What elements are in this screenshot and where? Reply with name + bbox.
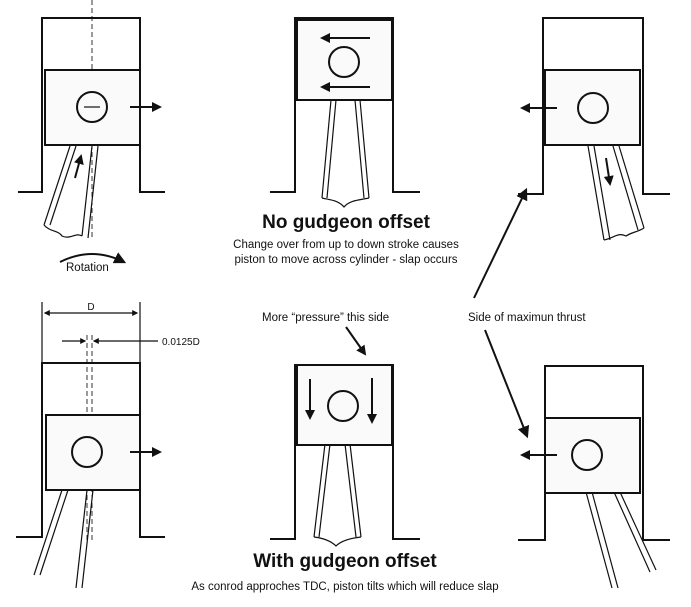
conrod	[321, 99, 370, 199]
gudgeon-pin	[571, 439, 603, 471]
no-offset-caption-line2: piston to move across cylinder - slap oc…	[234, 254, 457, 266]
rotation-label: Rotation	[66, 262, 109, 274]
thrust-pointer-bottom	[484, 329, 530, 439]
gudgeon-pin	[327, 390, 359, 422]
pressure-label: More “pressure” this side	[262, 312, 389, 324]
with-offset-title: With gudgeon offset	[253, 551, 437, 572]
conrod-break	[321, 197, 370, 208]
piston-diagram-upstroke: Rotation	[18, 0, 165, 274]
cylinder	[18, 17, 165, 193]
offset-dimension-label: 0.0125D	[162, 337, 200, 348]
piston-diagram-tdc-with-offset: More “pressure” this side With gudgeon o…	[191, 312, 498, 593]
conrod	[33, 489, 94, 589]
cylinder	[16, 362, 165, 538]
thrust-annotation: Side of maximun thrust	[468, 187, 586, 439]
piston	[296, 364, 393, 446]
conrod-break	[313, 536, 362, 547]
piston-diagram-offset-upstroke: D 0.0125D	[16, 302, 200, 589]
piston-diagram-downstroke	[518, 17, 670, 241]
gudgeon-pin	[328, 46, 360, 78]
conrod	[43, 145, 99, 239]
downstroke-arrow	[603, 157, 614, 186]
thrust-label: Side of maximun thrust	[468, 312, 586, 324]
with-offset-caption: As conrod approches TDC, piston tilts wh…	[191, 581, 498, 593]
cylinder	[270, 17, 420, 193]
gudgeon-pin	[71, 436, 103, 468]
piston	[544, 417, 641, 494]
piston	[45, 414, 141, 491]
no-offset-title: No gudgeon offset	[262, 212, 430, 233]
thrust-pointer-top	[473, 187, 528, 299]
gudgeon-pin	[577, 92, 609, 124]
upstroke-arrow	[74, 154, 84, 179]
conrod	[587, 145, 645, 241]
piston	[544, 69, 641, 146]
cylinder	[518, 365, 670, 541]
no-offset-caption-line1: Change over from up to down stroke cause…	[233, 239, 459, 251]
piston-diagram-tdc-no-offset: No gudgeon offset Change over from up to…	[233, 17, 459, 266]
rotation-arrow	[59, 252, 127, 264]
bore-dimension-label: D	[87, 302, 94, 313]
pressure-pointer-arrow	[345, 326, 367, 356]
conrod	[313, 443, 362, 538]
piston-diagram-offset-downstroke	[518, 365, 670, 589]
gudgeon-pin	[76, 91, 108, 123]
conrod-break	[43, 224, 83, 238]
conrod-break	[603, 227, 645, 241]
conrod	[585, 491, 657, 589]
cylinder	[518, 17, 670, 195]
